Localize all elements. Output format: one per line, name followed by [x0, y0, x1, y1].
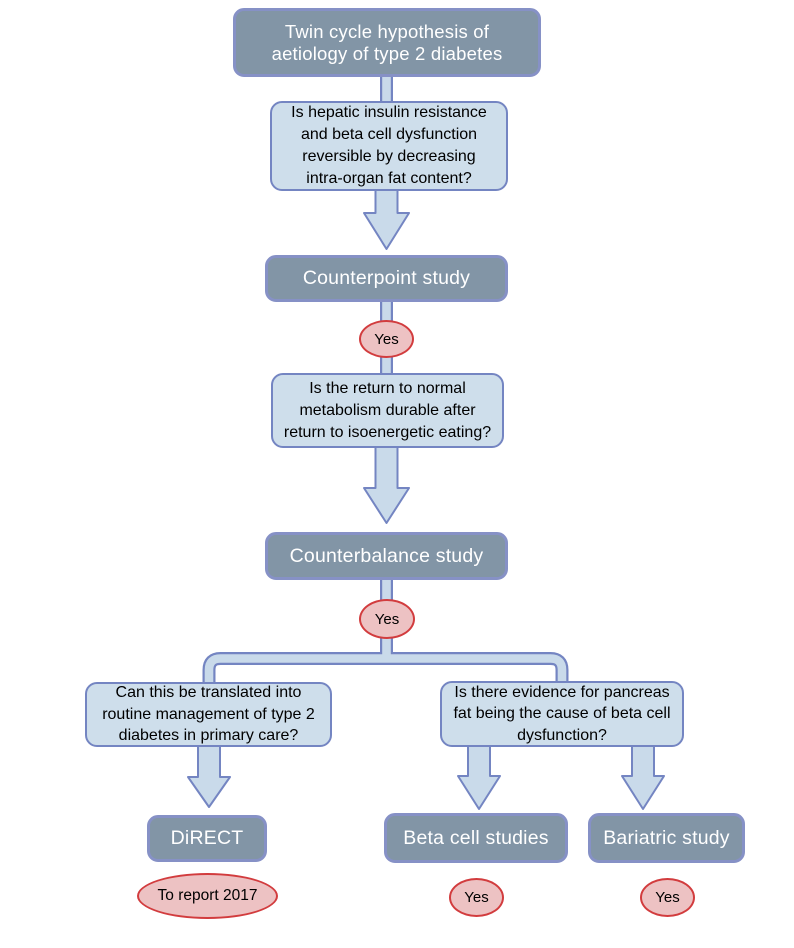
- arrow-down-to-bariatric: [621, 744, 665, 810]
- ellipse-yes-beta-cell: Yes: [449, 878, 504, 917]
- arrow-down-to-beta-cell: [457, 744, 501, 810]
- node-question-primary-care: Can this be translated into routine mana…: [85, 682, 332, 747]
- node-question-reversible: Is hepatic insulin resistance and beta c…: [270, 101, 508, 191]
- arrow-down-to-direct: [187, 744, 231, 808]
- node-question-pancreas-fat: Is there evidence for pancreas fat being…: [440, 681, 684, 747]
- ellipse-yes-counterbalance: Yes: [359, 599, 415, 639]
- node-direct-study: DiRECT: [147, 815, 267, 862]
- ellipse-yes-bariatric: Yes: [640, 878, 695, 917]
- node-bariatric-study: Bariatric study: [588, 813, 745, 863]
- node-twin-cycle-hypothesis: Twin cycle hypothesis of aetiology of ty…: [233, 8, 541, 77]
- ellipse-to-report-2017: To report 2017: [137, 873, 278, 919]
- node-beta-cell-studies: Beta cell studies: [384, 813, 568, 863]
- node-counterbalance-study: Counterbalance study: [265, 532, 508, 580]
- arrow-down-q1-to-counterpoint: [363, 186, 410, 250]
- ellipse-yes-counterpoint: Yes: [359, 320, 414, 358]
- arrow-down-q2-to-counterbalance: [363, 444, 410, 524]
- node-question-durable: Is the return to normal metabolism durab…: [271, 373, 504, 448]
- node-counterpoint-study: Counterpoint study: [265, 255, 508, 302]
